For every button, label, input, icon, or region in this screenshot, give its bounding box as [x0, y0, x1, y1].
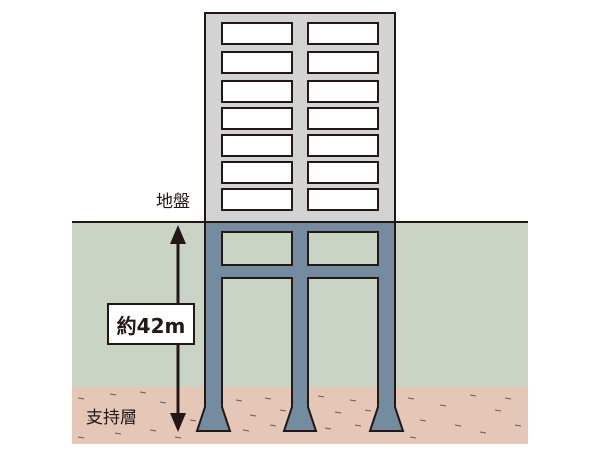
- bearing-layer-label: 支持層: [86, 408, 137, 428]
- ground-label: 地盤: [156, 192, 190, 212]
- bearing-layer-texture: [77, 391, 522, 439]
- basement-openings: [221, 231, 379, 266]
- depth-label: 約42m: [107, 303, 195, 345]
- building-windows: [221, 22, 379, 211]
- foundation-structure: [195, 221, 405, 432]
